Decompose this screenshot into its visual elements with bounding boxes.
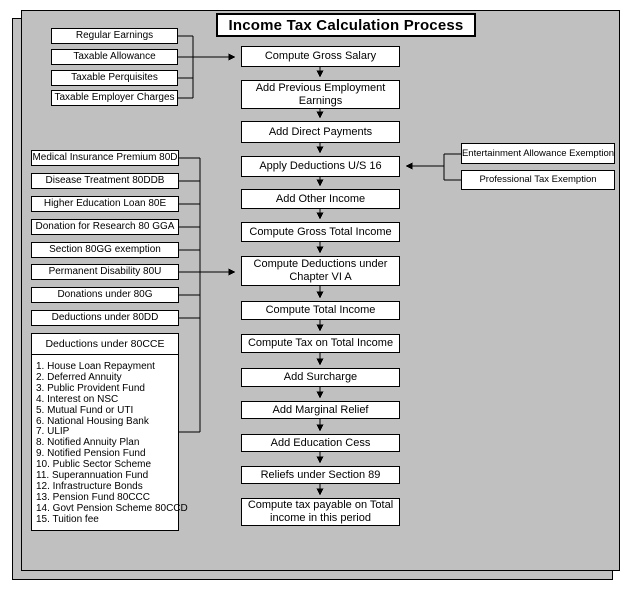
list-item: 8. Notified Annuity Plan [36, 437, 140, 449]
flow-step-add-direct-payments: Add Direct Payments [241, 121, 400, 143]
cce-header: Deductions under 80CCE [32, 334, 178, 355]
exemption-box-professional-tax: Professional Tax Exemption [461, 170, 615, 190]
list-item: 1. House Loan Repayment [36, 361, 155, 372]
flow-step-compute-total-income: Compute Total Income [241, 301, 400, 320]
list-item: 11. Superannuation Fund [36, 470, 149, 482]
deduction-box-donation-research-80gga: Donation for Research 80 GGA [31, 219, 179, 235]
flow-step-compute-gross-salary: Compute Gross Salary [241, 46, 400, 67]
deduction-box-deductions-under-80dd: Deductions under 80DD [31, 310, 179, 326]
deduction-box-medical-insurance-80d: Medical Insurance Premium 80D [31, 150, 179, 166]
flow-step-reliefs-under-section-89: Reliefs under Section 89 [241, 466, 400, 484]
salary-input-regular-earnings: Regular Earnings [51, 28, 178, 44]
deduction-box-permanent-disability-80u: Permanent Disability 80U [31, 264, 179, 280]
deduction-box-higher-education-loan-80e: Higher Education Loan 80E [31, 196, 179, 212]
list-item: 12. Infrastructure Bonds [36, 480, 143, 492]
flow-step-compute-tax-on-total-income: Compute Tax on Total Income [241, 334, 400, 353]
flow-step-add-previous-employment-earnings: Add Previous Employment Earnings [241, 80, 400, 109]
salary-input-taxable-employer-charges: Taxable Employer Charges [51, 90, 178, 106]
flow-step-add-education-cess: Add Education Cess [241, 434, 400, 452]
list-item: 7. ULIP [36, 426, 70, 438]
flow-step-compute-tax-payable: Compute tax payable on Total income in t… [241, 498, 400, 526]
flow-step-add-other-income: Add Other Income [241, 189, 400, 209]
salary-input-taxable-allowance: Taxable Allowance [51, 49, 178, 65]
flow-step-add-surcharge: Add Surcharge [241, 368, 400, 387]
exemption-box-entertainment-allowance: Entertainment Allowance Exemption [461, 143, 615, 164]
list-item: 6. National Housing Bank [36, 415, 149, 427]
deduction-box-disease-treatment-80ddb: Disease Treatment 80DDB [31, 173, 179, 189]
diagram-title: Income Tax Calculation Process [216, 13, 476, 37]
list-item: 13. Pension Fund 80CCC [36, 491, 150, 503]
flow-step-apply-deductions-us-16: Apply Deductions U/S 16 [241, 156, 400, 177]
salary-input-taxable-perquisites: Taxable Perquisites [51, 70, 178, 86]
cce-box: Deductions under 80CCE 1. House Loan Rep… [31, 333, 188, 531]
list-item: 2. Deferred Annuity [36, 371, 122, 383]
flow-step-add-marginal-relief: Add Marginal Relief [241, 401, 400, 419]
deduction-box-donations-under-80g: Donations under 80G [31, 287, 179, 303]
list-item: 9. Notified Pension Fund [36, 448, 146, 460]
deduction-box-section-80gg-exemption: Section 80GG exemption [31, 242, 179, 258]
flow-step-compute-deductions-chapter-vi-a: Compute Deductions under Chapter VI A [241, 256, 400, 286]
list-item: 3. Public Provident Fund [36, 382, 145, 394]
list-item: 10. Public Sector Scheme [36, 459, 152, 471]
list-item: 15. Tuition fee [36, 513, 99, 525]
list-item: 5. Mutual Fund or UTI [36, 404, 134, 416]
list-item: 4. Interest on NSC [36, 393, 119, 405]
flow-step-compute-gross-total-income: Compute Gross Total Income [241, 222, 400, 242]
list-item: 14. Govt Pension Scheme 80CCD [36, 502, 188, 514]
